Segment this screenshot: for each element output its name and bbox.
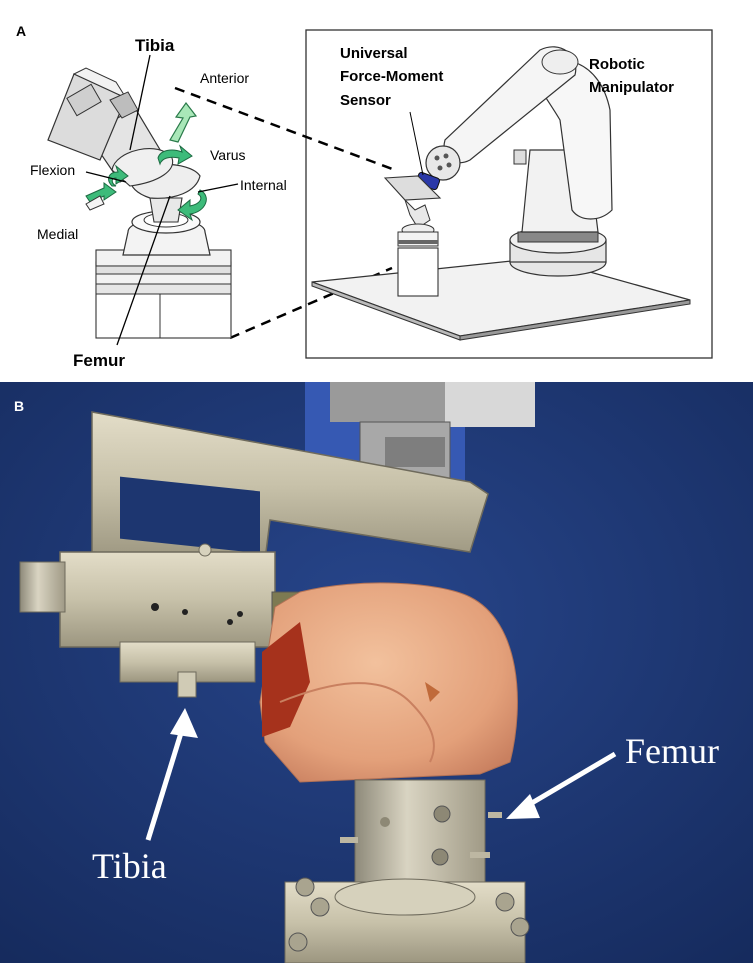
panel-a-schematic: A Tibia Anterior Varus Flexion Internal … (0, 0, 753, 382)
anterior-arrow (169, 101, 198, 143)
panel-a-letter: A (16, 23, 27, 39)
panel-b-letter: B (14, 398, 25, 414)
specimen-pedestal (397, 247, 439, 297)
femur-arrow (518, 751, 617, 813)
anterior-label: Anterior (200, 70, 250, 86)
flexion-label: Flexion (30, 162, 76, 178)
sensor-label-line2: Force-Moment (340, 68, 444, 85)
internal-arrow (177, 189, 207, 222)
femur-label: Femur (73, 351, 125, 370)
panel-b-photo: B Tibia Femur (0, 382, 753, 963)
knee-specimen (259, 582, 518, 783)
varus-label: Varus (210, 147, 246, 163)
internal-label: Internal (240, 177, 287, 193)
sensor-label-line3: Sensor (340, 92, 391, 109)
schematic-drawing (47, 29, 713, 359)
flexion-arrow (108, 164, 129, 187)
tibia-clamp (59, 551, 276, 648)
dashed-connector-lower (229, 266, 393, 340)
femur-photo-label: Femur (625, 731, 719, 771)
tibia-photo-label: Tibia (92, 846, 167, 886)
dashed-connector-upper (174, 86, 396, 172)
specimen-photo (0, 382, 753, 963)
sensor-label-line1: Universal (340, 45, 408, 62)
robot-label-line1: Robotic (589, 56, 645, 73)
robot-label-line2: Manipulator (589, 79, 674, 96)
tibia-label: Tibia (135, 36, 175, 55)
varus-arrow (157, 144, 193, 166)
robot-wrist (425, 145, 461, 181)
medial-label: Medial (37, 226, 79, 242)
tibia-arrow (145, 719, 188, 841)
